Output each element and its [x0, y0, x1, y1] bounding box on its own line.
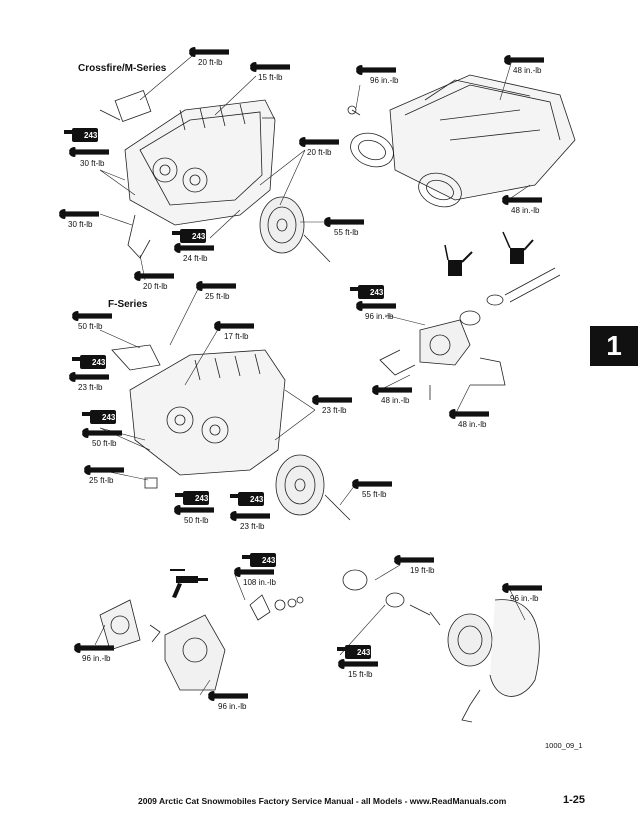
torque-label: 55 ft-lb	[362, 490, 387, 499]
torque-label: 24 ft-lb	[183, 254, 208, 263]
torque-label: 20 ft-lb	[143, 282, 168, 291]
wrench-icon	[312, 395, 353, 405]
torque-label: 48 in.-lb	[513, 66, 542, 75]
torque-label: 96 in.-lb	[365, 312, 394, 321]
locktite-code: 243	[92, 358, 106, 367]
oil-pump	[379, 267, 561, 400]
wrench-icon	[84, 465, 125, 475]
wrench-icon	[69, 372, 110, 382]
wrench-icon	[372, 385, 413, 395]
torque-label: 48 in.-lb	[458, 420, 487, 429]
crossfire-engine	[99, 90, 331, 263]
wrench-icon	[324, 217, 365, 227]
water-pump	[99, 594, 304, 691]
wrench-icon	[208, 691, 249, 701]
wrench-icon	[356, 301, 397, 311]
wrench-icon	[234, 567, 275, 577]
torque-label: 30 ft-lb	[68, 220, 93, 229]
wrench-icon	[72, 311, 113, 321]
recoil-starter	[342, 569, 540, 723]
wrench-icon	[214, 321, 255, 331]
torque-label: 23 ft-lb	[240, 522, 265, 531]
torque-label: 96 in.-lb	[510, 594, 539, 603]
locktite-code: 243	[250, 495, 264, 504]
wrench-icon	[352, 479, 393, 489]
torque-label: 50 ft-lb	[92, 439, 117, 448]
wrench-icon	[82, 428, 123, 438]
wrench-icon	[502, 583, 543, 593]
locktite-code: 243	[195, 494, 209, 503]
torque-label: 23 ft-lb	[322, 406, 347, 415]
locktite-code: 243	[192, 232, 206, 241]
torque-label: 20 ft-lb	[198, 58, 223, 67]
wrench-icon	[356, 65, 397, 75]
wrench-icon	[174, 505, 215, 515]
torque-label: 25 ft-lb	[89, 476, 114, 485]
wrench-icon	[134, 271, 175, 281]
wrench-icon	[196, 281, 237, 291]
torque-label: 30 ft-lb	[80, 159, 105, 168]
section-title-f-series: F-Series	[108, 299, 148, 310]
oil-can-icon	[444, 244, 473, 276]
torque-label: 108 in.-lb	[243, 578, 276, 587]
wrench-icon	[502, 195, 543, 205]
locktite-code: 243	[357, 648, 371, 657]
wrench-icon	[59, 209, 100, 219]
torque-label: 15 ft-lb	[258, 73, 283, 82]
wrench-icon	[174, 243, 215, 253]
wrench-icon	[69, 147, 110, 157]
locktite-code: 243	[262, 556, 276, 565]
torque-label: 23 ft-lb	[78, 383, 103, 392]
locktite-code: 243	[102, 413, 116, 422]
grease-gun-icon	[170, 569, 208, 598]
locktite-code: 243	[370, 288, 384, 297]
wrench-icon	[189, 47, 230, 57]
wrench-icon	[338, 659, 379, 669]
page-number: 1-25	[563, 794, 586, 806]
wrench-icon	[449, 409, 490, 419]
figure-ref: 1000_09_1	[545, 741, 583, 750]
wrench-icon	[250, 62, 291, 72]
wrench-icon	[74, 643, 115, 653]
locktite-code: 243	[84, 131, 98, 140]
wrench-icon	[504, 55, 545, 65]
section-title-crossfire: Crossfire/M-Series	[78, 63, 167, 74]
torque-label: 48 in.-lb	[381, 396, 410, 405]
section-tab: 1	[590, 326, 638, 366]
torque-label: 17 ft-lb	[224, 332, 249, 341]
torque-label: 48 in.-lb	[511, 206, 540, 215]
torque-label: 20 ft-lb	[307, 148, 332, 157]
wrench-icon	[230, 511, 271, 521]
torque-label: 25 ft-lb	[205, 292, 230, 301]
footer-text: 2009 Arctic Cat Snowmobiles Factory Serv…	[138, 796, 507, 806]
torque-label: 55 ft-lb	[334, 228, 359, 237]
torque-label: 19 ft-lb	[410, 566, 435, 575]
oil-can-icon	[502, 231, 534, 264]
wrench-icon	[394, 555, 435, 565]
torque-label: 96 in.-lb	[370, 76, 399, 85]
intake-manifold	[347, 74, 576, 208]
torque-label: 96 in.-lb	[82, 654, 111, 663]
torque-label: 15 ft-lb	[348, 670, 373, 679]
f-series-engine	[111, 344, 351, 521]
wrench-icon	[299, 137, 340, 147]
torque-label: 50 ft-lb	[78, 322, 103, 331]
torque-label: 96 in.-lb	[218, 702, 247, 711]
torque-label: 50 ft-lb	[184, 516, 209, 525]
